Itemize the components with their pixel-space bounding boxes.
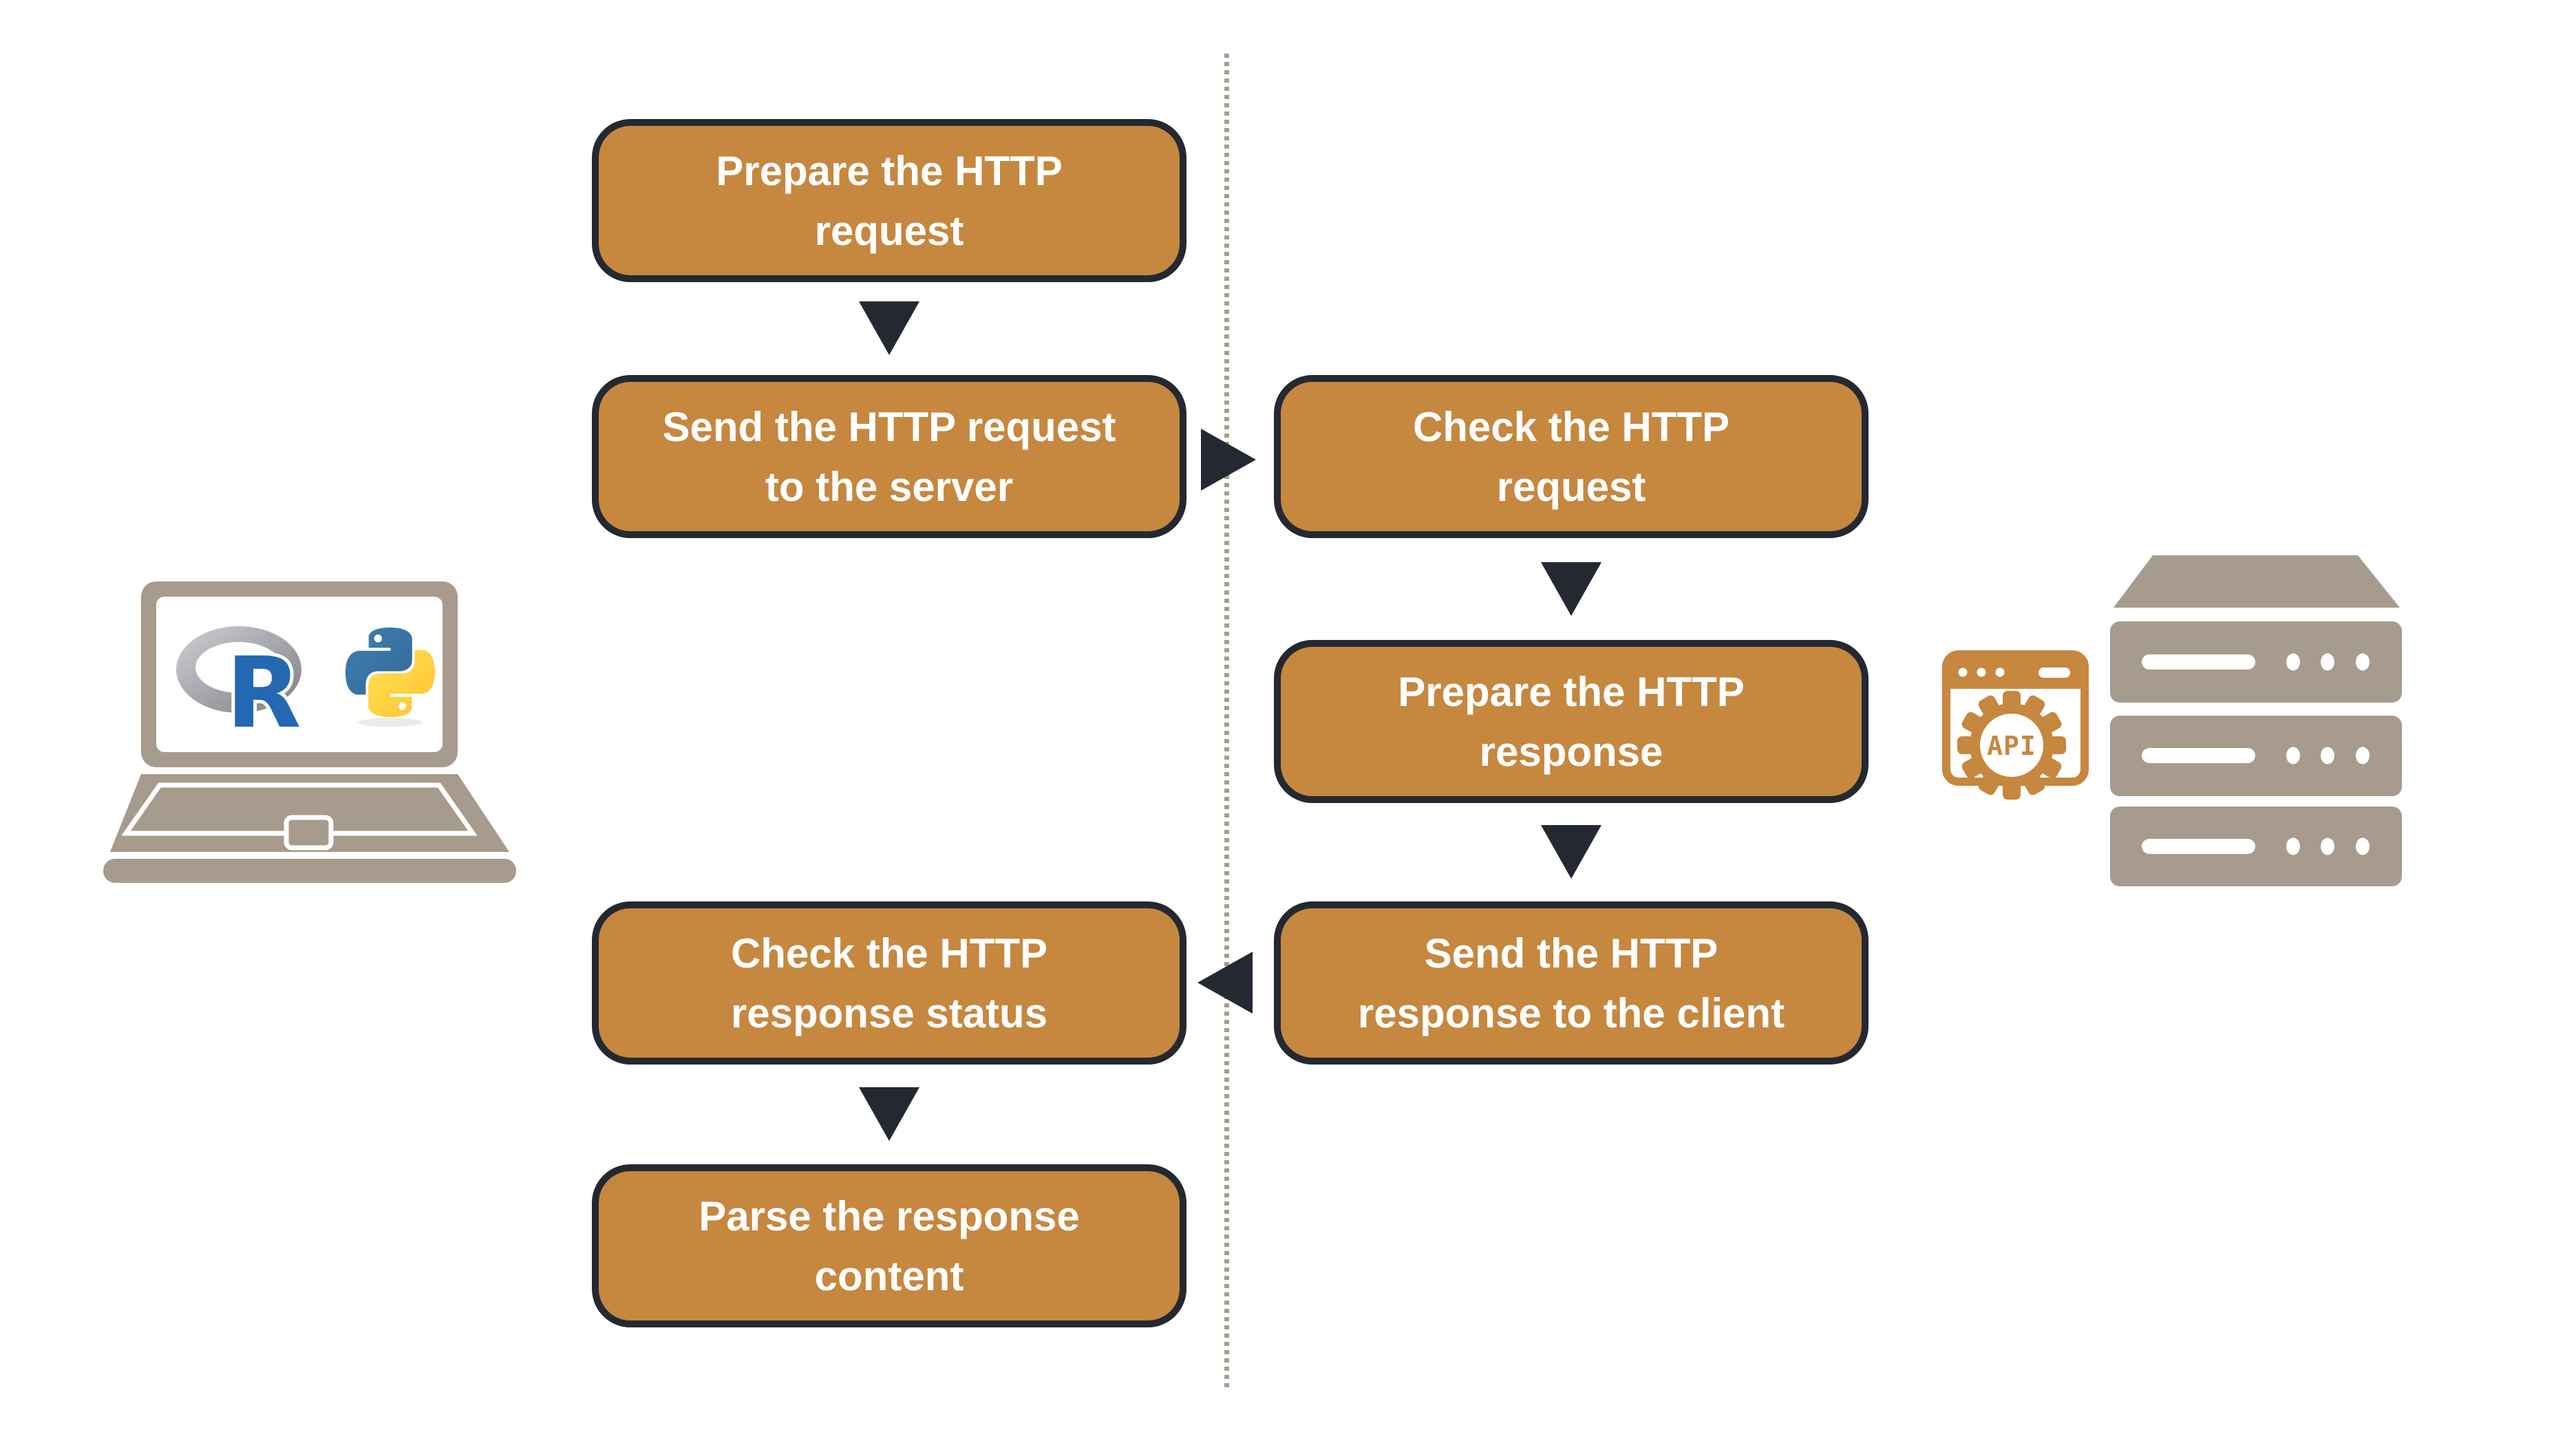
arrow-right-icon — [1201, 429, 1256, 491]
api-browser-topbar — [1946, 654, 2085, 689]
step-label: Parse the response content — [699, 1193, 1080, 1299]
laptop-keyboard-area — [121, 782, 478, 836]
step-label: Check the HTTP request — [1412, 403, 1730, 510]
server-unit — [2110, 806, 2402, 886]
arrow-down-icon — [1541, 825, 1601, 879]
python-logo-icon — [345, 628, 435, 727]
step-check-http-response-status: Check the HTTP response status — [592, 901, 1186, 1065]
arrow-left-icon — [1197, 952, 1253, 1014]
step-send-http-request: Send the HTTP request to the server — [592, 375, 1186, 538]
laptop-base — [103, 859, 516, 883]
laptop-touchpad — [284, 815, 334, 851]
step-parse-response-content: Parse the response content — [592, 1164, 1186, 1327]
server-unit — [2110, 716, 2402, 796]
api-gear-icon: API — [1957, 691, 2066, 800]
step-label: Prepare the HTTP response — [1398, 668, 1745, 775]
step-prepare-http-response: Prepare the HTTP response — [1274, 640, 1869, 803]
step-label: Prepare the HTTP request — [716, 147, 1063, 254]
step-send-http-response: Send the HTTP response to the client — [1274, 901, 1869, 1065]
step-label: Send the HTTP request to the server — [662, 403, 1116, 510]
arrow-down-icon — [859, 1087, 919, 1141]
server-top — [2114, 555, 2400, 608]
server-rack-icon — [2103, 551, 2412, 895]
laptop-icon: R — [103, 577, 516, 893]
browser-dash-icon — [2039, 667, 2070, 678]
api-gear-browser-icon: API — [1941, 647, 2113, 819]
server-unit — [2110, 621, 2402, 703]
step-prepare-http-request: Prepare the HTTP request — [592, 119, 1186, 282]
arrow-down-icon — [1541, 562, 1601, 616]
browser-dot-icon — [1995, 667, 2005, 677]
browser-dot-icon — [1977, 667, 1986, 677]
browser-dot-icon — [1958, 667, 1968, 677]
client-server-divider — [1224, 54, 1229, 1389]
r-logo-icon: R — [176, 626, 305, 753]
arrow-down-icon — [859, 301, 919, 355]
svg-text:R: R — [226, 637, 301, 750]
api-badge-label: API — [1987, 731, 2036, 761]
step-check-http-request: Check the HTTP request — [1274, 375, 1869, 538]
step-label: Check the HTTP response status — [730, 930, 1048, 1036]
step-label: Send the HTTP response to the client — [1357, 930, 1785, 1036]
